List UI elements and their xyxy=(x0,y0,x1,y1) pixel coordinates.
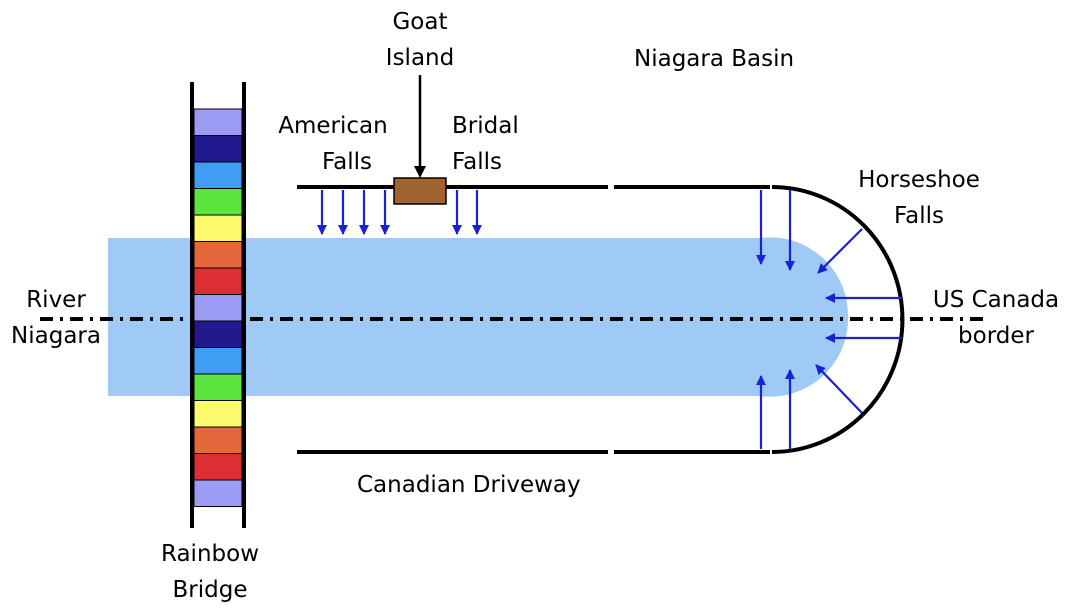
bridge-segments xyxy=(193,108,243,507)
bridge-segment xyxy=(193,294,243,322)
bridge-segment xyxy=(193,400,243,428)
american-falls-label: American Falls xyxy=(278,113,388,175)
bridal-falls-label: Bridal Falls xyxy=(452,113,519,175)
bridal-falls-arrows xyxy=(452,190,482,235)
bridge-segment xyxy=(193,214,243,242)
bridge-segment xyxy=(193,453,243,481)
bridge-segment xyxy=(193,267,243,295)
bridge-segment xyxy=(193,241,243,269)
bridge-segment xyxy=(193,426,243,454)
niagara-basin-label: Niagara Basin xyxy=(634,46,795,72)
canadian-driveway-label: Canadian Driveway xyxy=(357,472,581,498)
river-niagara-label: River Niagara xyxy=(11,287,101,349)
rainbow-bridge xyxy=(190,82,246,528)
bridge-segment xyxy=(193,188,243,216)
bridge-segment xyxy=(193,347,243,375)
bridge-segment xyxy=(193,479,243,507)
rainbow-bridge-label: Rainbow Bridge xyxy=(160,541,260,603)
bridge-segment xyxy=(193,373,243,401)
river-body xyxy=(108,237,849,397)
goat-island-label: Goat Island xyxy=(385,9,455,71)
american-falls-arrows xyxy=(317,190,390,235)
goat-island xyxy=(393,177,447,205)
bridge-segment xyxy=(193,135,243,163)
us-canada-border-label: US Canada border xyxy=(932,287,1060,349)
bridge-segment xyxy=(193,161,243,189)
bridge-segment xyxy=(193,108,243,136)
horseshoe-falls-arrows xyxy=(756,190,902,449)
horseshoe-falls-label: Horseshoe Falls xyxy=(858,167,980,229)
bridge-segment xyxy=(193,320,243,348)
